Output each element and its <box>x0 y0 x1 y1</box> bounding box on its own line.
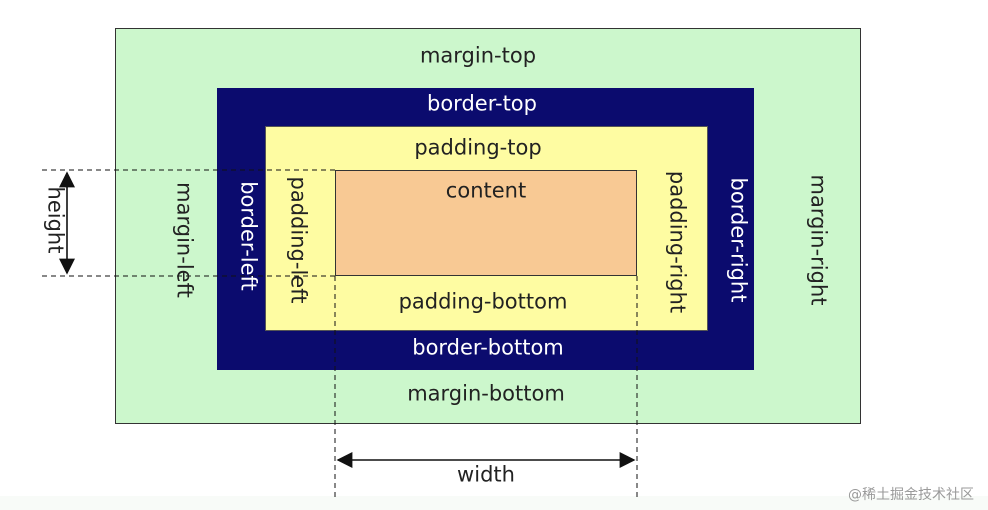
padding-left-label: padding-left <box>286 176 311 304</box>
border-right-label: border-right <box>726 177 751 303</box>
content-label: content <box>445 178 527 203</box>
width-label: width <box>457 462 515 487</box>
height-label: height <box>43 186 68 254</box>
margin-right-label: margin-right <box>806 174 831 306</box>
content-area <box>335 170 637 276</box>
padding-right-label: padding-right <box>665 170 690 314</box>
bottom-fade <box>0 496 988 510</box>
watermark-text: @稀土掘金技术社区 <box>848 487 974 503</box>
padding-bottom-label: padding-bottom <box>398 289 568 314</box>
border-bottom-label: border-bottom <box>412 335 564 360</box>
border-left-label: border-left <box>236 181 261 291</box>
border-top-label: border-top <box>427 91 537 116</box>
margin-bottom-label: margin-bottom <box>407 381 565 406</box>
margin-top-label: margin-top <box>419 43 537 68</box>
margin-left-label: margin-left <box>172 182 197 298</box>
padding-top-label: padding-top <box>414 135 542 160</box>
